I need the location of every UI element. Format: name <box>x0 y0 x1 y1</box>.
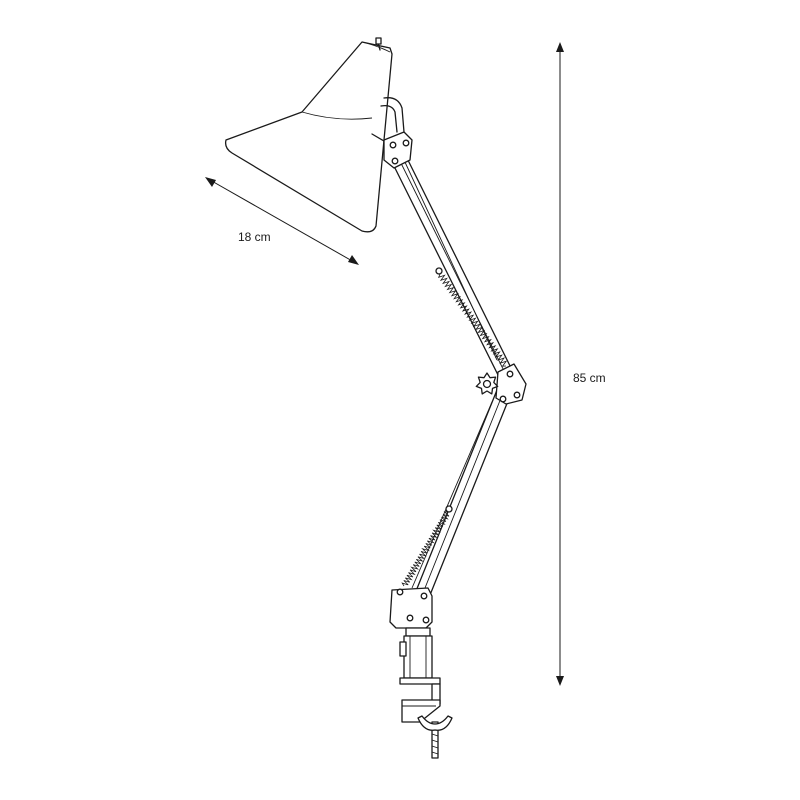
lower-arm <box>411 389 511 601</box>
height-arrow-bottom <box>556 676 564 686</box>
width-label: 18 cm <box>238 230 271 244</box>
upper-joint <box>383 131 413 169</box>
tension-knob-icon <box>475 372 499 395</box>
desk-clamp <box>399 677 453 759</box>
base-joint <box>389 587 433 629</box>
upper-arm <box>384 141 519 390</box>
height-label: 85 cm <box>573 371 606 385</box>
upper-spring <box>435 267 508 367</box>
desk-lamp-drawing <box>224 37 527 759</box>
height-arrow-top <box>556 42 564 52</box>
width-arrow-end <box>348 255 359 265</box>
elbow-joint <box>495 363 527 405</box>
lamp-shade <box>224 37 405 233</box>
width-dimension-line <box>209 179 355 263</box>
width-arrow-start <box>205 177 216 187</box>
lower-spring <box>401 505 453 587</box>
height-dimension: 85 cm <box>556 42 606 686</box>
swivel-post <box>399 627 433 679</box>
width-dimension: 18 cm <box>205 177 359 265</box>
